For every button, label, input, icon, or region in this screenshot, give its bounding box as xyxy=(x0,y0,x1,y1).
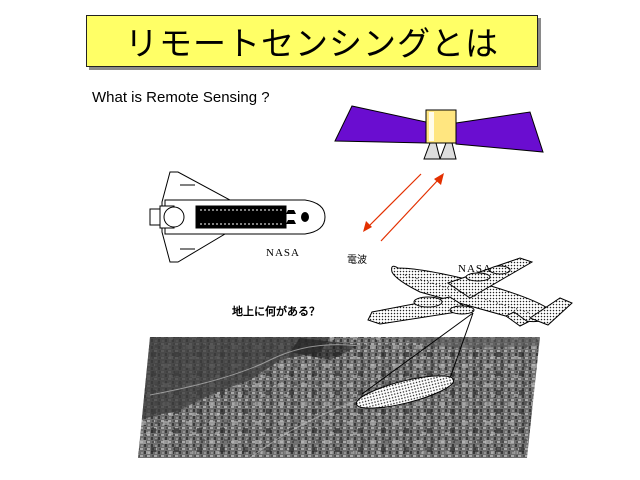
subtitle: What is Remote Sensing ? xyxy=(92,89,270,106)
satellite-ground-image xyxy=(138,337,540,458)
signal-arrows xyxy=(363,173,444,242)
satellite-icon xyxy=(334,105,544,160)
shuttle-label: NASA xyxy=(266,247,300,259)
page-title: リモートセンシングとは xyxy=(125,24,499,63)
wave-label: 電波 xyxy=(347,255,367,266)
question-label: 地上に何がある？ xyxy=(232,305,320,318)
sensor-footprint xyxy=(355,312,474,409)
space-shuttle-icon xyxy=(149,171,326,263)
aircraft-label: NASA xyxy=(458,263,492,275)
aircraft-icon xyxy=(367,257,573,327)
title-box: リモートセンシングとは xyxy=(86,15,538,67)
